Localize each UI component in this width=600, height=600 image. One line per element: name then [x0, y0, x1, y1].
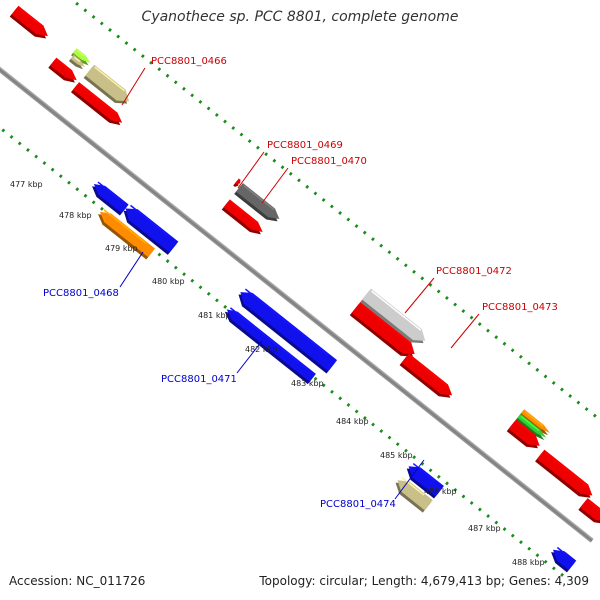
- axis-tick-label: 483 kbp: [291, 379, 324, 388]
- gene-arrow-0466a[interactable]: [71, 48, 92, 67]
- axis-tick-label: 477 kbp: [10, 180, 43, 189]
- gene-arrow-a[interactable]: [9, 5, 52, 43]
- axis-tick-label: 485 kbp: [380, 451, 413, 460]
- accession-text: Accession: NC_011726: [9, 574, 146, 588]
- axis-tick-label: 488 kbp: [512, 558, 545, 567]
- axis-tick-label: 479 kbp: [105, 244, 138, 253]
- gene-arrow-i[interactable]: [578, 498, 600, 528]
- gene-arrow-g[interactable]: [506, 419, 544, 453]
- axis-tick-label: 480 kbp: [152, 277, 185, 286]
- gene-arrow-0468[interactable]: [95, 207, 155, 260]
- gene-arrow-f[interactable]: [515, 413, 547, 442]
- gene-arrow-0471b[interactable]: [222, 305, 316, 385]
- gene-arrow-r1[interactable]: [89, 180, 129, 216]
- gene-arrow-c[interactable]: [71, 82, 125, 129]
- genome-stats-text: Topology: circular; Length: 4,679,413 bp…: [259, 574, 589, 588]
- inner-dotted-track: [0, 95, 565, 578]
- gene-arrow-r2[interactable]: [119, 203, 179, 255]
- gene-arrow-0473b[interactable]: [399, 353, 456, 402]
- axis-tick-label: 478 kbp: [59, 211, 92, 220]
- axis-tick-label: 482 kbp: [245, 345, 278, 354]
- gene-arrow-0473a[interactable]: [349, 301, 419, 362]
- gene-arrow-b[interactable]: [48, 57, 80, 87]
- axis-tick-label: 484 kbp: [336, 417, 369, 426]
- gene-arrow-h[interactable]: [535, 449, 596, 503]
- axis-tick-label: 481 kbp: [198, 311, 231, 320]
- outer-dotted-track: [50, 0, 600, 464]
- axis-tick-label: 486 kbp: [424, 487, 457, 496]
- gene-arrow-0466c[interactable]: [83, 64, 134, 109]
- gene-arrow-0470b[interactable]: [221, 199, 266, 238]
- gene-arrow-0466b[interactable]: [68, 54, 87, 71]
- gene-arrow-e[interactable]: [519, 409, 551, 437]
- axis-tick-label: 487 kbp: [468, 524, 501, 533]
- gene-arrow-0472[interactable]: [360, 288, 429, 349]
- gene-arrow-j[interactable]: [547, 545, 577, 573]
- gene-arrow-0471a[interactable]: [234, 287, 338, 374]
- genome-backbone: [0, 40, 594, 543]
- gene-arrow-0470a[interactable]: [234, 182, 283, 226]
- genome-title: Cyanothece sp. PCC 8801, complete genome: [141, 9, 459, 25]
